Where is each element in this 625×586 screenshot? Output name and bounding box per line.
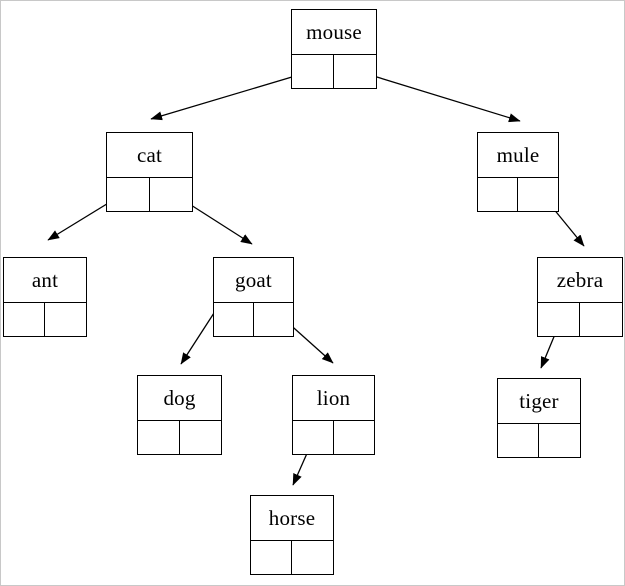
tree-node-label: mule xyxy=(478,133,558,178)
tree-node-pointer-cell-left[interactable] xyxy=(214,303,254,336)
tree-node-pointer-cells xyxy=(107,178,192,211)
tree-node-tiger[interactable]: tiger xyxy=(497,378,581,458)
tree-node-ant[interactable]: ant xyxy=(3,257,87,337)
tree-node-pointer-cell-right[interactable] xyxy=(150,178,193,211)
tree-node-label: dog xyxy=(138,376,221,421)
tree-node-pointer-cell-left[interactable] xyxy=(292,55,334,88)
tree-node-pointer-cell-left[interactable] xyxy=(478,178,518,211)
tree-node-pointer-cells xyxy=(293,421,374,454)
tree-node-zebra[interactable]: zebra xyxy=(537,257,623,337)
tree-node-pointer-cell-left[interactable] xyxy=(293,421,334,454)
tree-node-pointer-cell-left[interactable] xyxy=(538,303,580,336)
tree-node-pointer-cell-left[interactable] xyxy=(251,541,292,574)
tree-node-label: lion xyxy=(293,376,374,421)
tree-node-pointer-cells xyxy=(138,421,221,454)
tree-node-horse[interactable]: horse xyxy=(250,495,334,575)
tree-node-pointer-cell-left[interactable] xyxy=(138,421,180,454)
tree-node-label: zebra xyxy=(538,258,622,303)
tree-edge-goat-left-to-dog xyxy=(180,312,215,365)
tree-node-pointer-cell-right[interactable] xyxy=(334,421,375,454)
tree-node-pointer-cell-right[interactable] xyxy=(334,55,376,88)
tree-node-pointer-cells xyxy=(251,541,333,574)
tree-node-pointer-cells xyxy=(478,178,558,211)
tree-node-cat[interactable]: cat xyxy=(106,132,193,212)
tree-node-dog[interactable]: dog xyxy=(137,375,222,455)
tree-node-pointer-cell-right[interactable] xyxy=(292,541,333,574)
tree-node-pointer-cell-right[interactable] xyxy=(180,421,222,454)
tree-node-pointer-cells xyxy=(214,303,293,336)
tree-node-pointer-cell-right[interactable] xyxy=(539,424,580,457)
tree-node-pointer-cell-right[interactable] xyxy=(518,178,558,211)
tree-node-label: mouse xyxy=(292,10,376,55)
tree-node-pointer-cell-left[interactable] xyxy=(498,424,539,457)
tree-node-mule[interactable]: mule xyxy=(477,132,559,212)
tree-node-pointer-cells xyxy=(4,303,86,336)
tree-node-label: tiger xyxy=(498,379,580,424)
tree-node-mouse[interactable]: mouse xyxy=(291,9,377,89)
tree-node-label: ant xyxy=(4,258,86,303)
tree-node-lion[interactable]: lion xyxy=(292,375,375,455)
tree-edge-mouse-right-to-mule xyxy=(353,69,521,123)
tree-node-pointer-cell-right[interactable] xyxy=(45,303,86,336)
tree-node-pointer-cell-right[interactable] xyxy=(580,303,622,336)
tree-node-label: horse xyxy=(251,496,333,541)
tree-node-pointer-cell-left[interactable] xyxy=(4,303,45,336)
tree-node-pointer-cells xyxy=(292,55,376,88)
tree-node-label: goat xyxy=(214,258,293,303)
tree-edge-mouse-left-to-cat xyxy=(150,70,313,121)
tree-node-label: cat xyxy=(107,133,192,178)
tree-node-pointer-cell-left[interactable] xyxy=(107,178,150,211)
tree-node-pointer-cells xyxy=(538,303,622,336)
tree-node-pointer-cell-right[interactable] xyxy=(254,303,294,336)
tree-node-pointer-cells xyxy=(498,424,580,457)
tree-node-goat[interactable]: goat xyxy=(213,257,294,337)
